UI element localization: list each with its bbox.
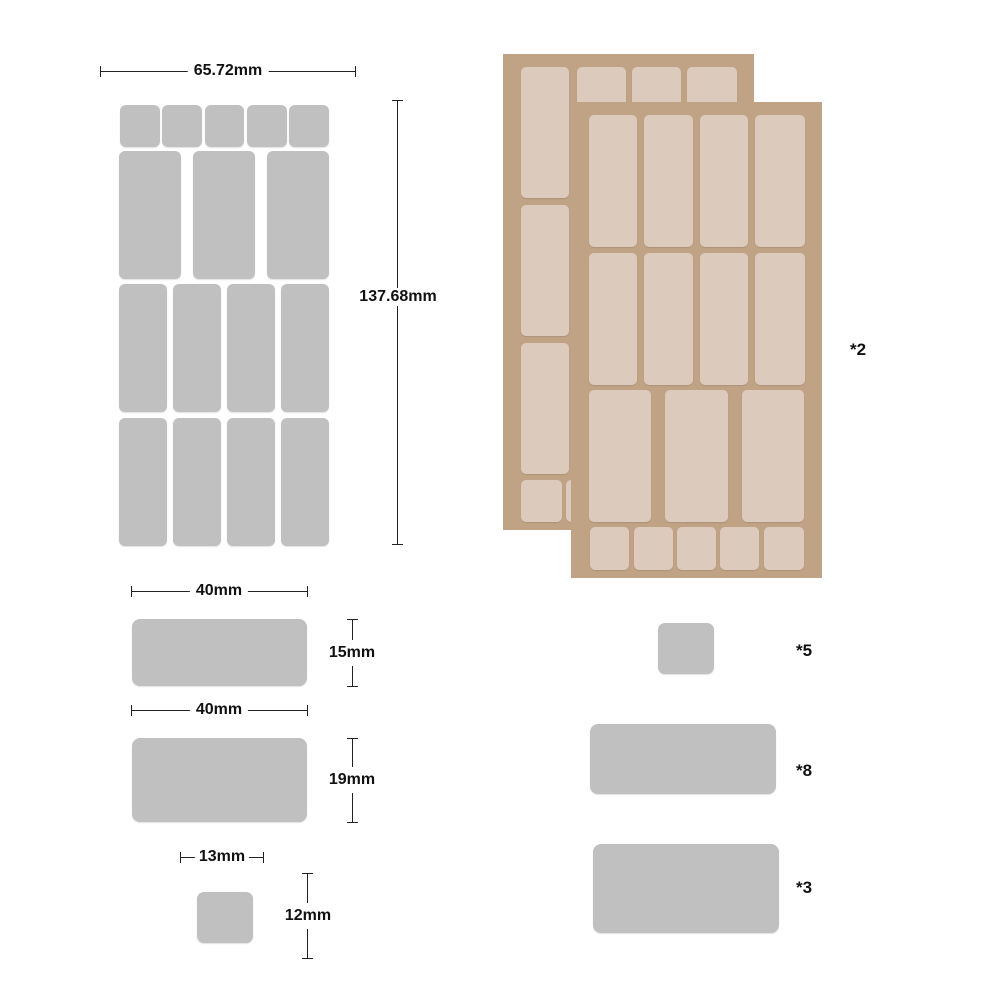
sheet-width-line-tick (100, 66, 101, 77)
back-sheet-label (521, 480, 562, 522)
back-sheet-label (521, 343, 569, 474)
label-b-height-line-tick (347, 822, 358, 823)
sheet-label-small (205, 105, 244, 147)
sheet-height-line (397, 100, 398, 544)
front-sheet-label (589, 253, 637, 385)
front-sheet-label (634, 527, 673, 570)
sheet-label-wide (267, 151, 329, 279)
front-sheet-label (720, 527, 759, 570)
sheet-label-small (120, 105, 160, 147)
label-b-width-text: 40mm (189, 701, 249, 719)
sheet-width-line-tick (355, 66, 356, 77)
sheet-width-text: 65.72mm (187, 62, 269, 80)
label-c-height-line-tick (302, 873, 313, 874)
front-sheet-label (665, 390, 728, 522)
sheet-label-tall (227, 284, 275, 412)
sheet-label-wide (193, 151, 255, 279)
label-a-width-text: 40mm (189, 582, 249, 600)
sheet-label-small (162, 105, 202, 147)
label-a-width-line-tick (131, 586, 132, 597)
sheet-label-tall (173, 284, 221, 412)
label-a-height-line-tick (347, 619, 358, 620)
label-b (132, 738, 307, 822)
sheet-label-tall (119, 418, 167, 546)
sheet-label-tall (281, 418, 329, 546)
small-square-quantity: *5 (796, 641, 813, 660)
front-sheet-label (589, 390, 651, 522)
front-sheet-label (644, 253, 693, 385)
sheet-label-tall (281, 284, 329, 412)
label-a-height-text: 15mm (326, 640, 378, 666)
sheet-label-small (247, 105, 287, 147)
front-sheet-label (755, 253, 805, 385)
medium-rect-label (590, 724, 776, 794)
sheet-height-text: 137.68mm (353, 288, 443, 306)
label-c-width-line-tick (263, 852, 264, 863)
front-sheet-label (700, 253, 748, 385)
front-sheet-label (590, 527, 629, 570)
large-rect-quantity: *3 (796, 878, 813, 897)
label-b-height-line-tick (347, 738, 358, 739)
label-c-height-line-tick (302, 958, 313, 959)
front-sheet-label (764, 527, 804, 570)
label-a-width-line-tick (307, 586, 308, 597)
back-sheet-label (521, 67, 569, 198)
medium-rect-quantity: *8 (796, 761, 813, 780)
front-sheet-label (700, 115, 748, 247)
sheet-label-tall (227, 418, 275, 546)
label-c-width-line-tick (180, 852, 181, 863)
label-b-width-line-tick (307, 705, 308, 716)
front-sheet-label (742, 390, 804, 522)
label-a (132, 619, 307, 686)
sheet-height-line-tick (392, 100, 403, 101)
front-sheet-label (644, 115, 693, 247)
back-sheet-label (521, 205, 569, 336)
sheets-quantity: *2 (850, 340, 867, 359)
sheet-label-tall (119, 284, 167, 412)
label-b-height-text: 19mm (326, 767, 378, 793)
small-square-label (658, 623, 714, 674)
sheet-label-wide (119, 151, 181, 279)
sheet-label-tall (173, 418, 221, 546)
front-sheet-label (677, 527, 716, 570)
large-rect-label (593, 844, 779, 933)
label-a-height-line-tick (347, 686, 358, 687)
label-b-width-line-tick (131, 705, 132, 716)
front-sheet-label (589, 115, 637, 247)
sheet-label-small (289, 105, 329, 147)
sheet-height-line-tick (392, 544, 403, 545)
label-c (197, 892, 253, 943)
front-sheet-label (755, 115, 805, 247)
label-c-width-text: 13mm (194, 848, 250, 866)
label-c-height-text: 12mm (282, 903, 334, 929)
